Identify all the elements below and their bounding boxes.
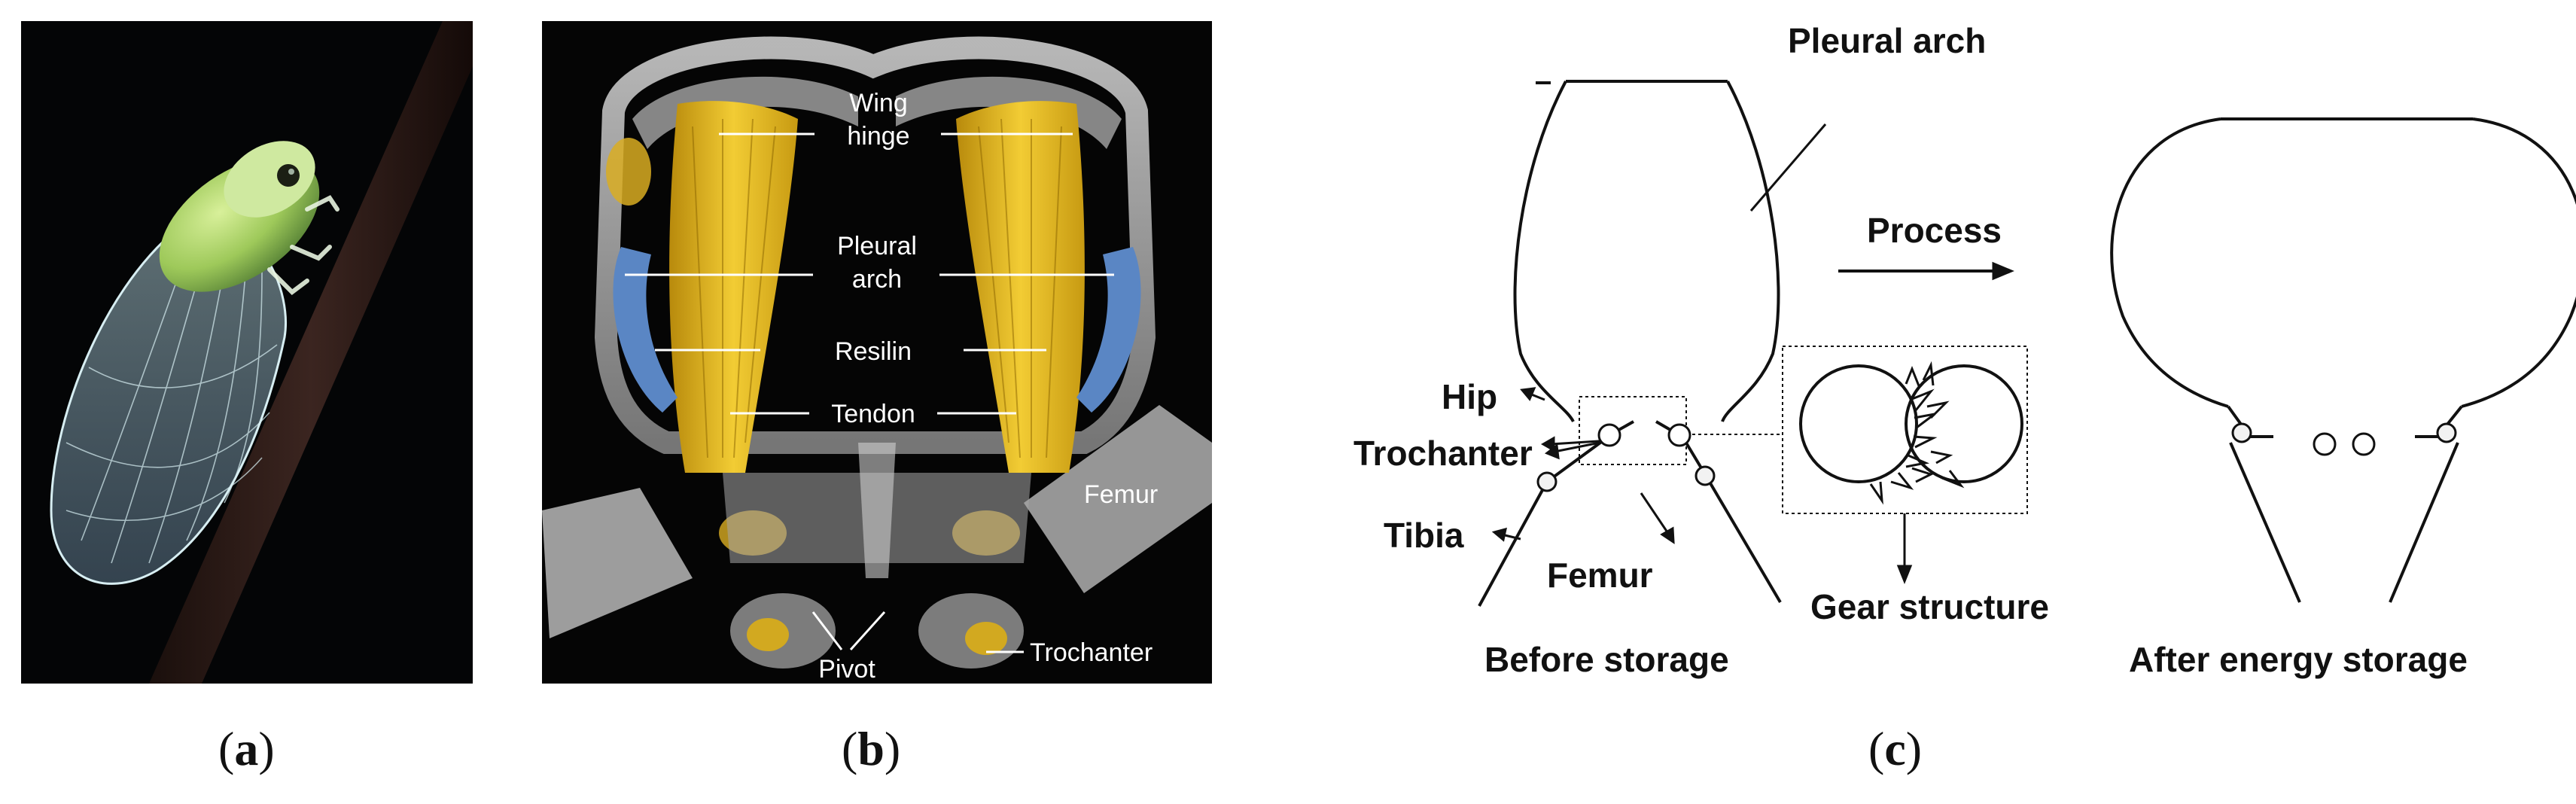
tibia-label: Tibia bbox=[1384, 516, 1464, 555]
right-femur bbox=[1024, 405, 1212, 593]
insect-head bbox=[224, 141, 315, 218]
after-arch-left bbox=[2110, 117, 2229, 408]
pivot-label: Pivot bbox=[818, 655, 875, 684]
before-storage-label: Before storage bbox=[1484, 640, 1729, 679]
pleural-arch-label: Pleural arch bbox=[1788, 21, 1986, 60]
planthopper-photo bbox=[21, 21, 473, 684]
trochanter-label: Trochanter bbox=[1030, 638, 1153, 667]
gear-teeth bbox=[1869, 361, 1965, 505]
right-muscle bbox=[956, 101, 1085, 473]
pleural-arch-label-1: Pleural bbox=[837, 232, 917, 260]
thorax-render: Wing hinge Pleural arch Resilin Tendon F… bbox=[542, 21, 1212, 684]
insect-photo-panel bbox=[21, 21, 473, 684]
gear-left bbox=[1799, 364, 1918, 483]
gear-zoom-box bbox=[1782, 346, 2028, 514]
after-energy-storage-label: After energy storage bbox=[2129, 640, 2468, 679]
stem bbox=[149, 21, 473, 684]
trochanter-diagram-label: Trochanter bbox=[1353, 434, 1533, 473]
process-label: Process bbox=[1867, 211, 2002, 250]
after-arch-right bbox=[2461, 117, 2576, 408]
exoskeleton-shell bbox=[594, 36, 1156, 454]
joints bbox=[1536, 422, 2457, 492]
leader-lines bbox=[625, 132, 1114, 653]
left-muscle bbox=[669, 101, 798, 473]
insect-eye bbox=[277, 164, 300, 187]
wing bbox=[50, 215, 287, 585]
schematic-panel: Pleural arch Process Hip Trochanter Tibi… bbox=[1250, 0, 2576, 723]
wing-hinge-label-1: Wing bbox=[849, 89, 907, 117]
caption-b: (b) bbox=[842, 722, 901, 775]
before-arch-left bbox=[1513, 81, 1575, 423]
hip-label: Hip bbox=[1442, 377, 1497, 416]
gear-right bbox=[1905, 364, 2023, 483]
gear-structure-label: Gear structure bbox=[1810, 587, 2049, 626]
femur-label: Femur bbox=[1084, 480, 1158, 509]
wing-hinge-label-2: hinge bbox=[847, 122, 909, 151]
ct-render-panel: Wing hinge Pleural arch Resilin Tendon F… bbox=[542, 21, 1212, 684]
caption-c: (c) bbox=[1868, 722, 1923, 775]
energy-storage-schematic: Pleural arch Process Hip Trochanter Tibi… bbox=[1353, 21, 2576, 679]
insect-legs bbox=[267, 195, 340, 295]
left-femur bbox=[542, 488, 693, 638]
right-resilin bbox=[1076, 247, 1141, 413]
resilin-label: Resilin bbox=[835, 337, 912, 366]
femur-diagram-label: Femur bbox=[1547, 556, 1653, 595]
pleural-arch-label-2: arch bbox=[852, 265, 902, 294]
tendon-label: Tendon bbox=[831, 400, 915, 428]
left-resilin bbox=[613, 247, 677, 413]
caption-a: (a) bbox=[218, 722, 275, 775]
before-arch-right bbox=[1721, 81, 1780, 422]
